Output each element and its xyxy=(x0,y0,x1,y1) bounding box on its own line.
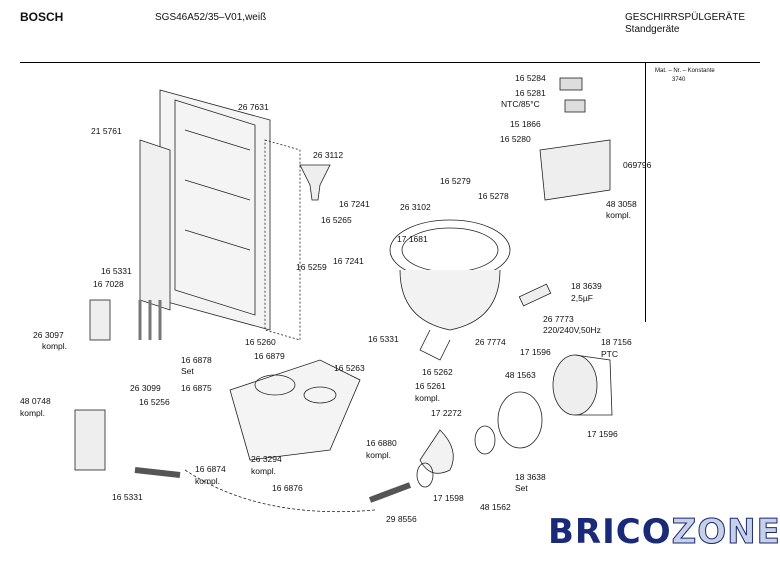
part-label: 16 5331 xyxy=(101,266,132,276)
drain-hose xyxy=(368,482,412,503)
part-label: kompl. xyxy=(366,450,392,460)
side-rule xyxy=(645,62,646,322)
seal-outline xyxy=(264,139,301,341)
part-label: 16 5265 xyxy=(321,215,352,225)
aqua-stop-valve xyxy=(89,299,111,341)
part-label: 16 6880 xyxy=(366,438,397,448)
part-label: 26 7774 xyxy=(475,337,506,347)
part-label: 26 3099 xyxy=(130,383,161,393)
pump-motor xyxy=(552,354,598,416)
model-number: SGS46A52/35–V01,weiß xyxy=(155,12,267,23)
part-label: NTC/85°C xyxy=(501,99,540,109)
part-label: 18 7156 xyxy=(601,337,632,347)
inlet-hose xyxy=(134,467,181,478)
part-label: 26 3112 xyxy=(313,150,344,160)
part-label: 069796 xyxy=(623,160,652,170)
watermark-logo: BRICOZONE xyxy=(548,512,780,553)
part-label: 17 1681 xyxy=(397,234,428,244)
brand-name: BOSCH xyxy=(20,10,64,24)
part-label: 48 1562 xyxy=(480,502,511,512)
part-label: 16 5256 xyxy=(139,397,170,407)
header-rule xyxy=(20,62,760,63)
impeller-housing xyxy=(497,391,543,449)
part-label: kompl. xyxy=(20,408,46,418)
part-label: 16 6876 xyxy=(272,483,303,493)
part-label: 26 3294 xyxy=(251,454,282,464)
part-label: 17 1596 xyxy=(587,429,618,439)
part-label: 16 5263 xyxy=(334,363,365,373)
door-panel xyxy=(159,89,271,331)
part-label: 21 5761 xyxy=(91,126,122,136)
part-label: 16 5259 xyxy=(296,262,327,272)
part-label: 16 5262 xyxy=(422,367,453,377)
part-label: 16 5278 xyxy=(478,191,509,201)
heater-valve-assembly xyxy=(539,139,611,201)
watermark-part2: ZONE xyxy=(671,512,780,553)
side-panel xyxy=(139,139,171,311)
part-label: PTC xyxy=(601,349,618,359)
part-label: kompl. xyxy=(195,476,221,486)
subcategory-title: Standgeräte xyxy=(625,24,680,35)
part-label: 17 2272 xyxy=(431,408,462,418)
part-label: 26 3102 xyxy=(400,202,431,212)
part-label: 18 3639 xyxy=(571,281,602,291)
part-label: Set xyxy=(515,483,528,493)
part-label: 2,5µF xyxy=(571,293,593,303)
inlet-assembly xyxy=(74,409,106,471)
part-label: 16 6878 xyxy=(181,355,212,365)
part-label: 16 6879 xyxy=(254,351,285,361)
side-code: 3740 xyxy=(672,77,686,83)
ntc-sensor-cap xyxy=(559,77,583,91)
pump-housing xyxy=(419,429,454,474)
part-label: 16 5331 xyxy=(368,334,399,344)
part-label: 16 6875 xyxy=(181,383,212,393)
part-label: 16 5284 xyxy=(515,73,546,83)
part-label: 15 1866 xyxy=(510,119,541,129)
capacitor xyxy=(518,283,552,307)
part-label: 26 7773 xyxy=(543,314,574,324)
part-label: 48 3058 xyxy=(606,199,637,209)
part-label: Set xyxy=(181,366,194,376)
water-softener xyxy=(229,359,361,461)
part-label: kompl. xyxy=(606,210,632,220)
part-label: 16 5261 xyxy=(415,381,446,391)
part-label: 17 1598 xyxy=(433,493,464,503)
part-label: 17 1596 xyxy=(520,347,551,357)
funnel xyxy=(299,164,331,201)
part-label: 48 1563 xyxy=(505,370,536,380)
part-label: 16 7241 xyxy=(339,199,370,209)
part-label: kompl. xyxy=(415,393,441,403)
sump-body xyxy=(399,269,501,331)
part-label: 16 5331 xyxy=(112,492,143,502)
part-label: kompl. xyxy=(251,466,277,476)
part-label: 29 8556 xyxy=(386,514,417,524)
part-label: 26 3097 xyxy=(33,330,64,340)
part-label: 16 6874 xyxy=(195,464,226,474)
ntc-sensor xyxy=(564,99,586,113)
part-label: 26 7631 xyxy=(238,102,269,112)
category-title: GESCHIRRSPÜLGERÄTE xyxy=(625,12,746,23)
part-label: 16 5279 xyxy=(440,176,471,186)
part-label: 48 0748 xyxy=(20,396,51,406)
part-label: 220/240V,50Hz xyxy=(543,325,601,335)
side-note: Mat. – Nr. – Konstante xyxy=(655,68,715,74)
part-label: 16 5280 xyxy=(500,134,531,144)
part-label: 18 3638 xyxy=(515,472,546,482)
part-label: 16 5260 xyxy=(245,337,276,347)
part-label: 16 7241 xyxy=(333,256,364,266)
part-label: kompl. xyxy=(42,341,68,351)
watermark-part1: BRICO xyxy=(548,512,672,552)
part-label: 16 5281 xyxy=(515,88,546,98)
part-label: 16 7028 xyxy=(93,279,124,289)
